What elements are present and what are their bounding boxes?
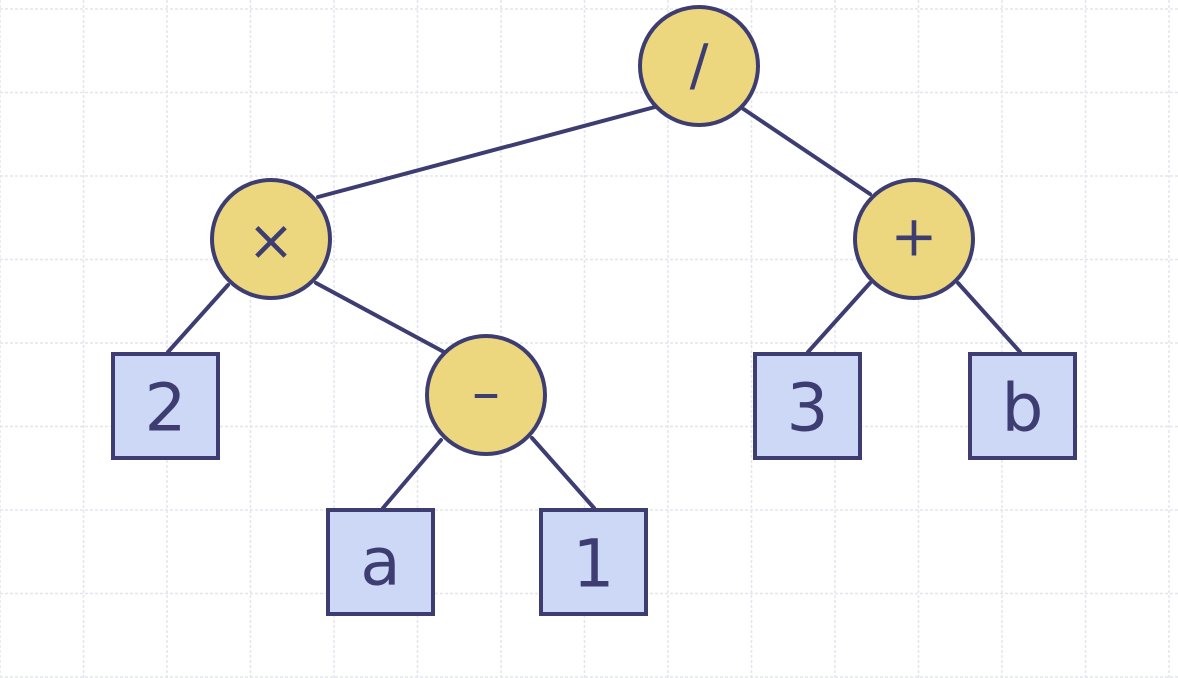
leaf-3-label: 3 [787,370,829,447]
leaf-a-label: a [360,524,400,601]
edge-mult-2 [166,283,230,354]
leaf-node-b: b [968,352,1077,460]
edge-root-plus [740,106,872,196]
edge-root-mult [316,105,657,199]
leaf-1-label: 1 [573,526,615,603]
edge-plus-3 [806,281,872,354]
leaf-node-a: a [326,508,435,616]
operator-node-multiply: × [210,178,332,300]
leaf-b-label: b [1002,370,1044,447]
operator-node-divide: / [638,5,760,127]
leaf-node-3: 3 [753,352,862,460]
edge-mult-minus [314,281,446,354]
leaf-2-label: 2 [145,370,187,447]
edge-minus-a [381,438,443,510]
operator-node-plus: + [853,178,975,300]
plus-label: + [891,205,938,270]
minus-label: – [472,361,500,426]
operator-node-minus: – [425,334,547,456]
edge-minus-1 [530,436,596,510]
divide-label: / [690,34,709,99]
tree-edges [166,105,1022,510]
leaf-node-2: 2 [111,352,220,460]
leaf-node-1: 1 [539,508,648,616]
edge-plus-b [956,281,1022,354]
multiply-label: × [248,209,295,274]
